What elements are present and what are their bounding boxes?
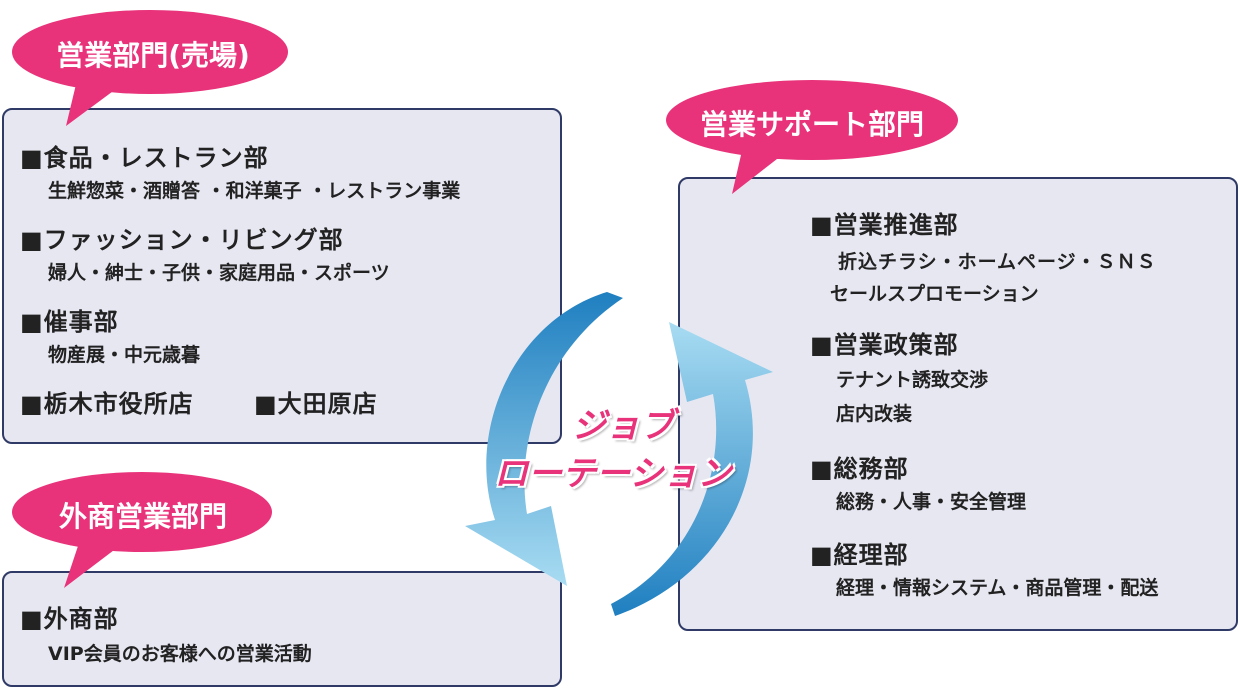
dept-sales-promotion-detail-1: 折込チラシ・ホームページ・ＳＮＳ <box>838 251 1157 273</box>
dept-events: ■催事部 <box>20 308 119 336</box>
external-sales-bubble: 外商営業部門 <box>8 468 278 590</box>
sales-support-bubble: 営業サポート部門 <box>662 76 962 196</box>
external-sales-panel: ■外商部 VIP会員のお客様への営業活動 <box>2 571 562 687</box>
dept-sales-promotion: ■営業推進部 <box>810 211 959 239</box>
dept-food-restaurant: ■食品・レストラン部 <box>20 144 269 172</box>
dept-external-sales: ■外商部 <box>20 605 119 633</box>
dept-sales-promotion-detail-2: セールスプロモーション <box>830 283 1039 305</box>
dept-external-sales-detail: VIP会員のお客様への営業活動 <box>48 643 312 665</box>
branch-tochigi-city-hall: ■栃木市役所店 <box>20 390 194 418</box>
dept-sales-policy-detail-2: 店内改装 <box>836 403 913 425</box>
arrow-right-up <box>611 322 773 616</box>
sales-support-panel: ■営業推進部 折込チラシ・ホームページ・ＳＮＳ セールスプロモーション ■営業政… <box>678 177 1238 631</box>
dept-fashion-living-detail: 婦人・紳士・子供・家庭用品・スポーツ <box>48 262 390 284</box>
dept-accounting-detail: 経理・情報システム・商品管理・配送 <box>836 577 1159 599</box>
dept-fashion-living: ■ファッション・リビング部 <box>20 226 344 254</box>
rotation-label-line2: ローテーション <box>494 454 732 494</box>
rotation-label-line1: ジョブ <box>572 406 674 446</box>
branch-otawara: ■大田原店 <box>254 390 378 418</box>
sales-floor-panel: ■食品・レストラン部 生鮮惣菜・酒贈答 ・和洋菓子 ・レストラン事業 ■ファッシ… <box>2 108 562 444</box>
dept-accounting: ■経理部 <box>810 541 909 569</box>
arrow-left-down <box>465 292 623 586</box>
external-sales-bubble-label: 外商営業部門 <box>58 500 227 533</box>
job-rotation-arrows <box>465 292 773 616</box>
sales-floor-bubble-label: 営業部門(売場) <box>56 39 250 72</box>
dept-sales-policy-detail-1: テナント誘致交渉 <box>836 369 989 391</box>
sales-support-bubble-label: 営業サポート部門 <box>699 108 924 141</box>
dept-general-affairs: ■総務部 <box>810 455 909 483</box>
dept-food-restaurant-detail: 生鮮惣菜・酒贈答 ・和洋菓子 ・レストラン事業 <box>48 180 461 202</box>
dept-events-detail: 物産展・中元歳暮 <box>48 344 201 366</box>
dept-sales-policy: ■営業政策部 <box>810 331 959 359</box>
sales-floor-bubble: 営業部門(売場) <box>8 6 298 128</box>
dept-general-affairs-detail: 総務・人事・安全管理 <box>836 491 1027 513</box>
